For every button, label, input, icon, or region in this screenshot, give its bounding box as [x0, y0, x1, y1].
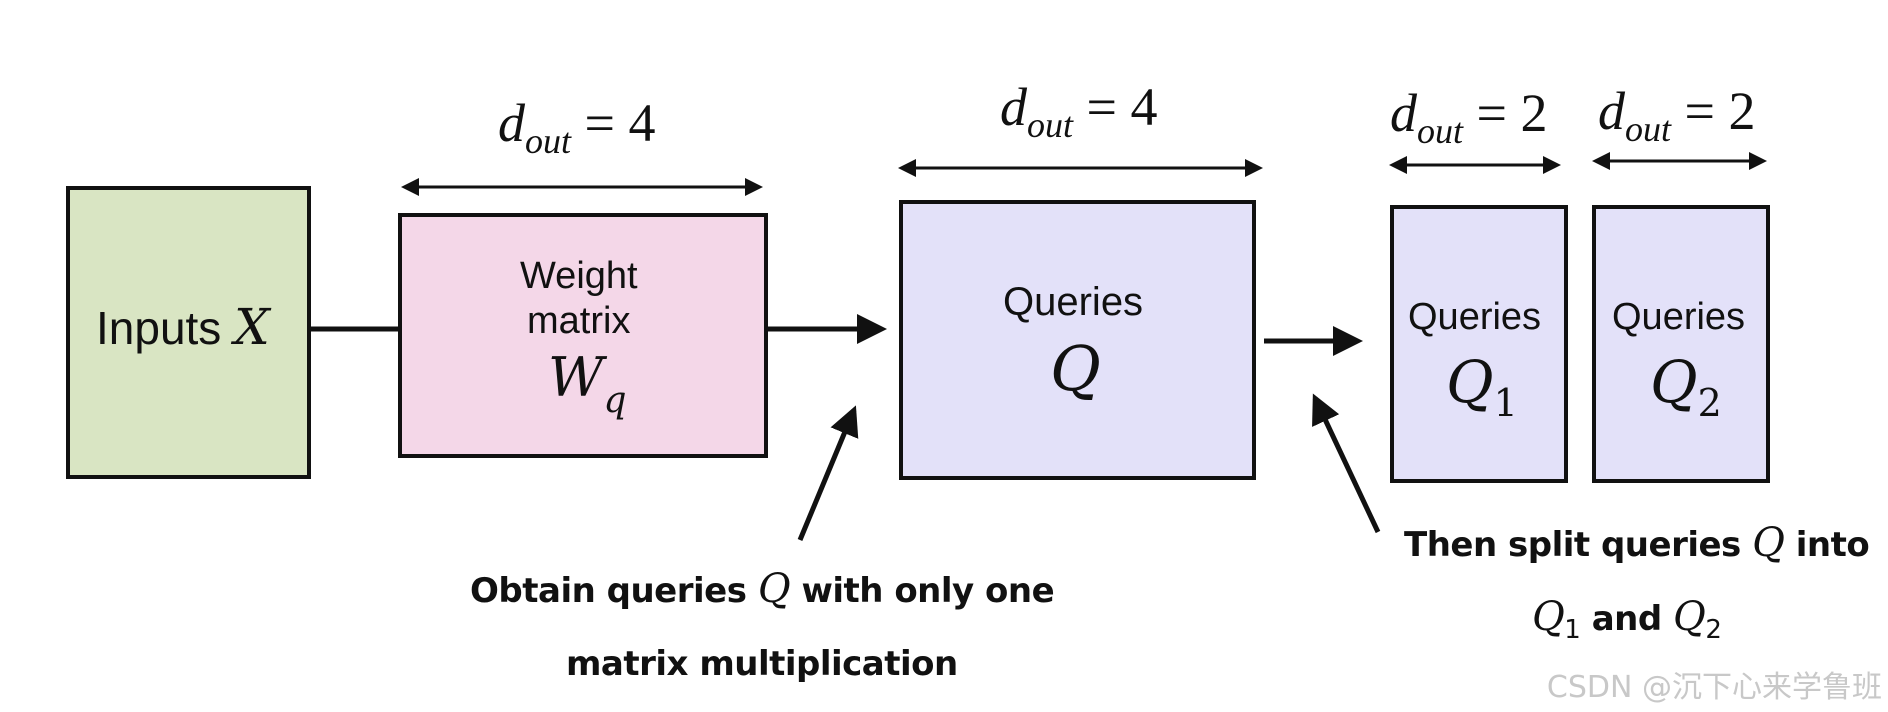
split-annotation-line2: Q1 and Q2 — [1532, 594, 1722, 645]
split-symbol: Q — [1752, 520, 1785, 566]
weight-symbol-sub: q — [603, 380, 627, 421]
split-text-b: into — [1795, 525, 1870, 565]
watermark: CSDN @沉下心来学鲁班 — [1546, 670, 1882, 705]
split-q2-symbol: Q — [1673, 594, 1706, 640]
split-annotation-line1: Then split queries Q into — [1404, 520, 1870, 566]
obtain-annotation-line2: matrix multiplication — [566, 644, 958, 684]
queries-1-symbol: Q1 — [1446, 348, 1518, 425]
dim-queries-2-eq: = 2 — [1684, 81, 1756, 141]
dim-weight-var: d — [498, 93, 525, 153]
weight-line1: Weight — [520, 255, 638, 297]
dim-label-queries-2: dout = 2 — [1598, 80, 1755, 150]
obtain-annotation-line1: Obtain queries Q with only one — [470, 566, 1055, 612]
inputs-box — [66, 186, 311, 479]
obtain-pointer-arrow — [797, 405, 859, 541]
dim-queries-sub: out — [1027, 105, 1074, 145]
dim-queries-var: d — [1000, 77, 1027, 137]
split-q1-sub: 1 — [1564, 615, 1581, 645]
split-and: and — [1591, 599, 1663, 639]
split-q1-symbol: Q — [1532, 594, 1565, 640]
dim-queries-2-var: d — [1598, 81, 1625, 141]
inputs-label: Inputs X — [96, 298, 270, 356]
inputs-symbol: X — [234, 298, 270, 356]
obtain-symbol: Q — [757, 566, 791, 612]
dim-queries-1-var: d — [1390, 83, 1417, 143]
obtain-text-a: Obtain queries — [470, 571, 747, 611]
dim-queries-eq: = 4 — [1086, 77, 1158, 137]
dim-label-queries-1: dout = 2 — [1390, 82, 1547, 152]
queries-2-symbol: Q2 — [1650, 348, 1722, 425]
dim-queries-1-eq: = 2 — [1476, 83, 1548, 143]
dim-queries-2-sub: out — [1625, 109, 1672, 149]
queries-1-label: Queries — [1408, 296, 1542, 338]
queries-2-label: Queries — [1612, 296, 1746, 338]
weight-line2: matrix — [527, 300, 631, 342]
queries-2-symbol-q: Q — [1650, 348, 1698, 416]
queries-symbol: Q — [1050, 332, 1101, 405]
dim-label-queries: dout = 4 — [1000, 76, 1157, 146]
queries-1-box — [1390, 205, 1568, 483]
weight-symbol: Wq — [548, 346, 627, 421]
dim-queries-1-sub: out — [1417, 111, 1464, 151]
split-q2-sub: 2 — [1705, 615, 1722, 645]
split-text-a: Then split queries — [1404, 525, 1741, 565]
dim-weight-eq: = 4 — [584, 93, 656, 153]
obtain-text-b: with only one — [801, 571, 1055, 611]
queries-1-symbol-sub: 1 — [1493, 381, 1518, 425]
queries-2-box — [1592, 205, 1770, 483]
queries-label: Queries — [1003, 280, 1144, 324]
weight-matrix-box — [398, 213, 768, 458]
inputs-text: Inputs — [96, 302, 222, 354]
split-pointer-arrow — [1312, 393, 1381, 534]
queries-1-symbol-q: Q — [1446, 348, 1494, 416]
dim-weight-sub: out — [525, 121, 572, 161]
queries-2-symbol-sub: 2 — [1697, 381, 1722, 425]
dim-label-weight: dout = 4 — [498, 92, 655, 162]
queries-box — [899, 200, 1256, 480]
weight-symbol-w: W — [548, 346, 604, 409]
